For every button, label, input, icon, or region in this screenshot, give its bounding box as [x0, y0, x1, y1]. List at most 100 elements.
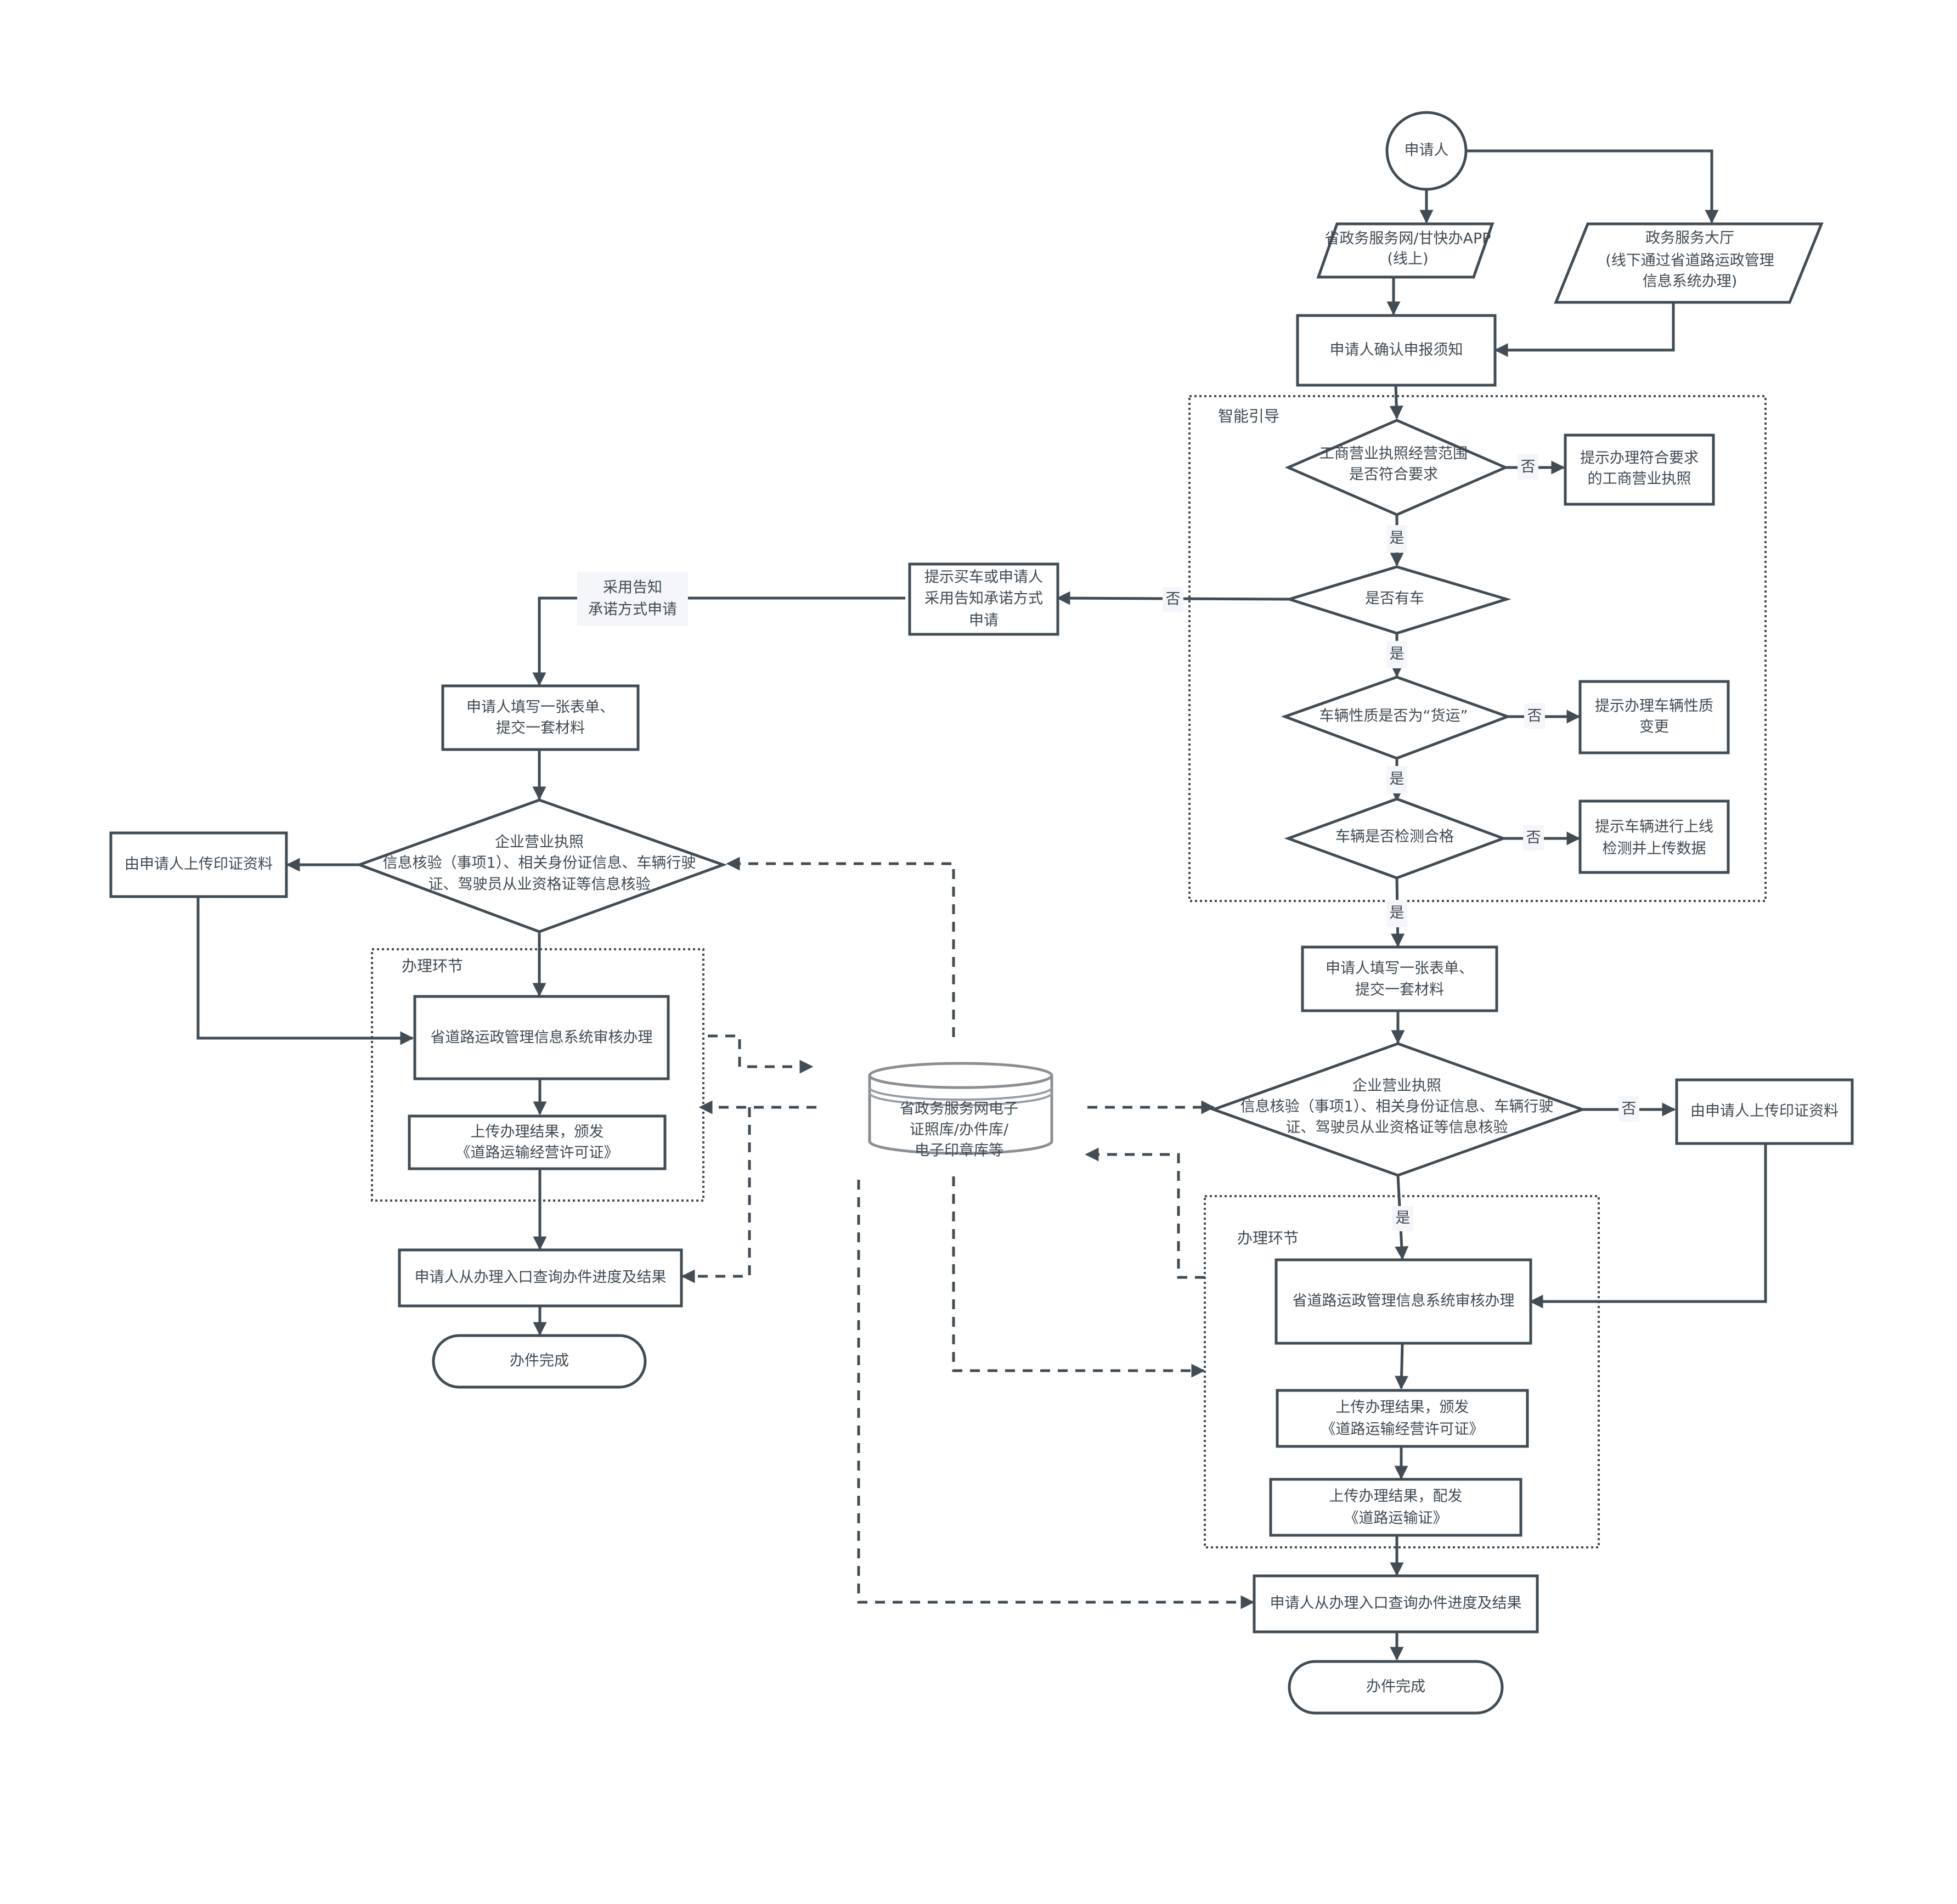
group-smart-guide — [1188, 395, 1767, 902]
edge-label-right-verify-yes: 是 — [1392, 1206, 1413, 1231]
edge-label-right-verify-no: 否 — [1618, 1096, 1639, 1122]
node-left-query[interactable]: 申请人从办理入口查询办件进度及结果 — [398, 1248, 683, 1308]
db-cylinder-top — [868, 1062, 1053, 1089]
dash-db-left-verify — [726, 857, 955, 1037]
edge-label-commitment: 采用告知 承诺方式申请 — [577, 572, 688, 626]
node-database[interactable]: 省政务服务网电子 证照库/办件库/ 电子印章库等 — [868, 1062, 1053, 1159]
right-query-text: 申请人从办理入口查询办件进度及结果 — [1270, 1595, 1522, 1612]
node-right-issue-permit[interactable]: 上传办理结果，颁发 《道路运输经营许可证》 — [1276, 1389, 1529, 1448]
decision-inspection[interactable]: 车辆是否检测合格 — [1284, 797, 1508, 880]
right-done-text: 办件完成 — [1366, 1678, 1425, 1695]
node-right-fill-form[interactable]: 申请人填写一张表单、 提交一套材料 — [1301, 945, 1498, 1012]
svg-text:否: 否 — [1527, 708, 1542, 725]
left-verify-line-1: 企业营业执照 — [495, 834, 584, 851]
right-permit-line-2: 《道路运输经营许可证》 — [1321, 1421, 1484, 1438]
edge-offline-confirm — [1494, 302, 1675, 357]
left-form-line-1: 申请人填写一张表单、 — [466, 699, 614, 716]
svg-text:是: 是 — [1390, 530, 1405, 547]
dash-left-review-db — [708, 1034, 814, 1074]
dash-right-review-db — [1085, 1147, 1205, 1279]
right-permit-line-1: 上传办理结果，颁发 — [1336, 1399, 1469, 1416]
process-box — [1301, 945, 1498, 1012]
hint-license-line-2: 的工商营业执照 — [1588, 471, 1691, 488]
node-right-issue-transport[interactable]: 上传办理结果，配发 《道路运输证》 — [1269, 1478, 1522, 1537]
right-verify-line-3: 证、驾驶员从业资格证等信息核验 — [1286, 1119, 1508, 1136]
node-applicant-text: 申请人 — [1405, 142, 1449, 159]
left-upload-text: 由申请人上传印证资料 — [125, 856, 273, 873]
edge-hint-left-flow — [532, 596, 905, 686]
node-left-system-review[interactable]: 省道路运政管理信息系统审核办理 — [413, 995, 670, 1080]
q3-text: 车辆性质是否为“货运” — [1319, 708, 1468, 725]
decision-diamond — [1281, 675, 1512, 760]
node-confirm-notice[interactable]: 申请人确认申报须知 — [1296, 314, 1497, 387]
hint-type-line-1: 提示办理车辆性质 — [1595, 698, 1713, 715]
group-handling-right-label: 办理环节 — [1237, 1229, 1299, 1247]
decision-vehicle-type[interactable]: 车辆性质是否为“货运” — [1281, 675, 1512, 760]
hint-buy-line-2: 采用告知承诺方式 — [924, 590, 1043, 607]
node-left-done[interactable]: 办件完成 — [432, 1334, 647, 1389]
hint-insp-line-1: 提示车辆进行上线 — [1595, 819, 1713, 836]
process-box — [908, 562, 1059, 636]
node-hint-buy-vehicle[interactable]: 提示买车或申请人 采用告知承诺方式 申请 — [908, 562, 1059, 636]
svg-text:否: 否 — [1622, 1101, 1637, 1118]
edge-label-q2-no: 否 — [1163, 587, 1183, 612]
db-ring-2 — [868, 1092, 1053, 1106]
process-box — [1269, 1478, 1522, 1537]
node-left-issue-permit[interactable]: 上传办理结果，颁发 《道路运输经营许可证》 — [408, 1114, 667, 1170]
confirm-notice-text: 申请人确认申报须知 — [1330, 342, 1463, 359]
right-form-line-2: 提交一套材料 — [1355, 982, 1444, 999]
online-line-1: 省政务服务网/甘快办APP — [1324, 230, 1491, 247]
decision-license-scope[interactable]: 工商营业执照经营范围 是否符合要求 — [1284, 419, 1509, 516]
decision-diamond — [1284, 565, 1512, 635]
q1-line-2: 是否符合要求 — [1349, 466, 1438, 483]
left-review-text: 省道路运政管理信息系统审核办理 — [431, 1029, 653, 1046]
db-ring-1 — [868, 1087, 1053, 1101]
hint-insp-line-2: 检测并上传数据 — [1603, 841, 1706, 858]
right-review-text: 省道路运政管理信息系统审核办理 — [1293, 1293, 1515, 1310]
right-verify-line-1: 企业营业执照 — [1352, 1078, 1441, 1095]
edge-label-q1-yes: 是 — [1386, 525, 1407, 553]
edge-label-q4-yes: 是 — [1386, 900, 1407, 927]
node-left-fill-form[interactable]: 申请人填写一张表单、 提交一套材料 — [441, 684, 640, 751]
svg-text:否: 否 — [1166, 591, 1181, 608]
dash-db-left-query — [681, 1107, 751, 1283]
q4-text: 车辆是否检测合格 — [1335, 829, 1454, 846]
node-right-system-review[interactable]: 省道路运政管理信息系统审核办理 — [1274, 1258, 1532, 1345]
node-offline-channel[interactable]: 政务服务大厅 (线下通过省道路运政管理 信息系统办理) — [1554, 222, 1824, 304]
process-box — [1578, 680, 1730, 754]
node-right-done[interactable]: 办件完成 — [1288, 1660, 1504, 1715]
process-box — [1253, 1574, 1539, 1633]
left-verify-line-2: 信息核验（事项1）、相关身份证信息、车辆行驶 — [383, 855, 696, 872]
svg-text:是: 是 — [1396, 1210, 1411, 1227]
dash-db-right-query — [857, 1180, 1255, 1609]
process-box — [1296, 314, 1497, 387]
online-line-2: (线上) — [1387, 251, 1428, 268]
node-hint-vehicle-type[interactable]: 提示办理车辆性质 变更 — [1578, 680, 1730, 754]
process-box — [109, 831, 288, 898]
process-box — [1564, 433, 1715, 506]
db-cylinder-body — [868, 1075, 1053, 1155]
decision-right-verify[interactable]: 企业营业执照 信息核验（事项1）、相关身份证信息、车辆行驶 证、驾驶员从业资格证… — [1209, 1042, 1587, 1177]
node-applicant[interactable]: 申请人 — [1385, 111, 1468, 191]
node-online-channel[interactable]: 省政务服务网/甘快办APP (线上) — [1316, 222, 1494, 279]
svg-text:是: 是 — [1390, 646, 1405, 663]
left-permit-line-2: 《道路运输经营许可证》 — [456, 1145, 619, 1162]
decision-diamond — [1209, 1042, 1587, 1177]
offline-line-1: 政务服务大厅 — [1645, 230, 1734, 247]
left-query-text: 申请人从办理入口查询办件进度及结果 — [415, 1269, 667, 1286]
edge-label-q1-no: 否 — [1518, 454, 1538, 480]
right-transport-line-2: 《道路运输证》 — [1344, 1510, 1448, 1527]
hint-type-line-2: 变更 — [1639, 719, 1669, 736]
edge-upload-review-left — [196, 897, 414, 1045]
node-hint-license[interactable]: 提示办理符合要求 的工商营业执照 — [1564, 433, 1715, 506]
node-right-query[interactable]: 申请人从办理入口查询办件进度及结果 — [1253, 1574, 1539, 1633]
decision-has-vehicle[interactable]: 是否有车 — [1284, 565, 1512, 635]
node-left-upload-cert[interactable]: 由申请人上传印证资料 — [109, 831, 288, 898]
node-right-upload-cert[interactable]: 由申请人上传印证资料 — [1675, 1078, 1854, 1145]
node-hint-inspection[interactable]: 提示车辆进行上线 检测并上传数据 — [1578, 799, 1730, 874]
edge-upload-review-right — [1529, 1143, 1767, 1309]
edge-confirm-q1 — [1389, 385, 1403, 420]
decision-left-verify[interactable]: 企业营业执照 信息核验（事项1）、相关身份证信息、车辆行驶 证、驾驶员从业资格证… — [355, 798, 727, 933]
hint-buy-line-1: 提示买车或申请人 — [924, 569, 1043, 586]
